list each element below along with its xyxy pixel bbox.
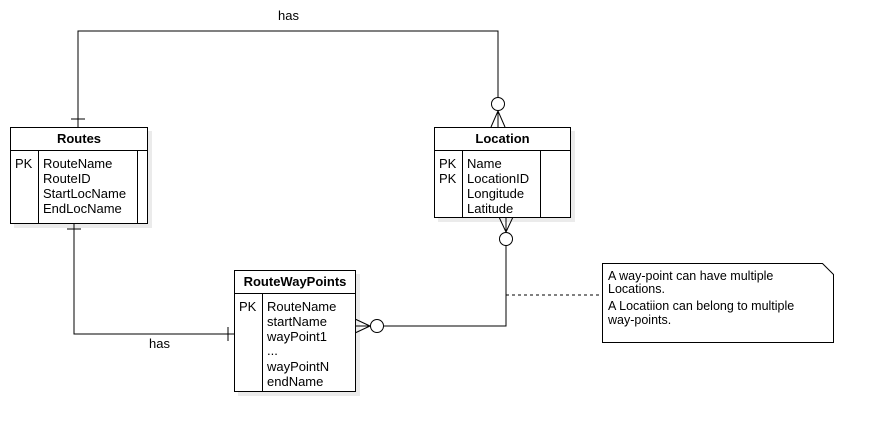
annotation-note[interactable]: A way-point can have multiple Locations.… bbox=[602, 263, 834, 343]
connector-routes-waypoints[interactable] bbox=[73, 222, 234, 335]
pk-label: PK bbox=[15, 156, 33, 171]
note-line: way-points. bbox=[608, 313, 672, 327]
attribute: RouteID bbox=[43, 171, 91, 186]
entity-routewaypoints[interactable]: RouteWayPoints PK RouteName startName wa… bbox=[234, 270, 356, 392]
note-line: A Locatiion can belong to multiple bbox=[608, 299, 795, 313]
note-folded-corner-icon bbox=[822, 263, 834, 275]
note-line: Locations. bbox=[608, 282, 665, 296]
pk-label: PK bbox=[439, 156, 457, 171]
right-column bbox=[137, 151, 147, 223]
pk-label: PK bbox=[439, 171, 457, 186]
attribute: Latitude bbox=[467, 201, 514, 216]
pk-column bbox=[435, 151, 463, 217]
attribute: startName bbox=[267, 314, 327, 329]
pk-column bbox=[11, 151, 39, 223]
entity-title: RouteWayPoints bbox=[235, 271, 355, 294]
attribute: wayPointN bbox=[267, 359, 330, 374]
attribute: LocationID bbox=[467, 171, 530, 186]
attribute: Longitude bbox=[467, 186, 525, 201]
attribute: ... bbox=[267, 343, 278, 358]
crowfoot-location-top-2 bbox=[497, 110, 506, 128]
attribute: RouteName bbox=[43, 156, 113, 171]
relationship-label-top: has bbox=[278, 8, 299, 23]
crowfoot-waypoints-right-2 bbox=[354, 325, 371, 334]
crowfoot-location-top-1 bbox=[490, 110, 499, 128]
right-column bbox=[540, 151, 570, 217]
pk-column bbox=[235, 294, 263, 391]
entity-location[interactable]: Location PK PK Name LocationID Longitude… bbox=[434, 127, 571, 218]
connector-routes-location[interactable] bbox=[77, 30, 499, 127]
attribute: Name bbox=[467, 156, 502, 171]
entity-title: Location bbox=[435, 128, 570, 151]
connector-location-waypoints[interactable] bbox=[384, 245, 507, 327]
entity-routes[interactable]: Routes PK RouteName RouteID StartLocName… bbox=[10, 127, 148, 224]
zero-marker-waypoints-right bbox=[370, 319, 384, 333]
entity-title: Routes bbox=[11, 128, 147, 151]
zero-marker-location-bottom bbox=[499, 232, 513, 246]
attribute: EndLocName bbox=[43, 201, 122, 216]
attribute: wayPoint1 bbox=[267, 329, 327, 344]
attribute: RouteName bbox=[267, 299, 337, 314]
attribute: StartLocName bbox=[43, 186, 127, 201]
crowfoot-waypoints-right-1 bbox=[354, 318, 371, 327]
relationship-label-bottom: has bbox=[149, 336, 170, 351]
pk-label: PK bbox=[239, 299, 257, 314]
note-line: A way-point can have multiple bbox=[608, 269, 774, 283]
crowfoot-location-bottom-2 bbox=[505, 216, 514, 233]
attribute: endName bbox=[267, 374, 324, 389]
zero-marker-location-top bbox=[491, 97, 505, 111]
crowfoot-location-bottom-1 bbox=[498, 216, 507, 233]
